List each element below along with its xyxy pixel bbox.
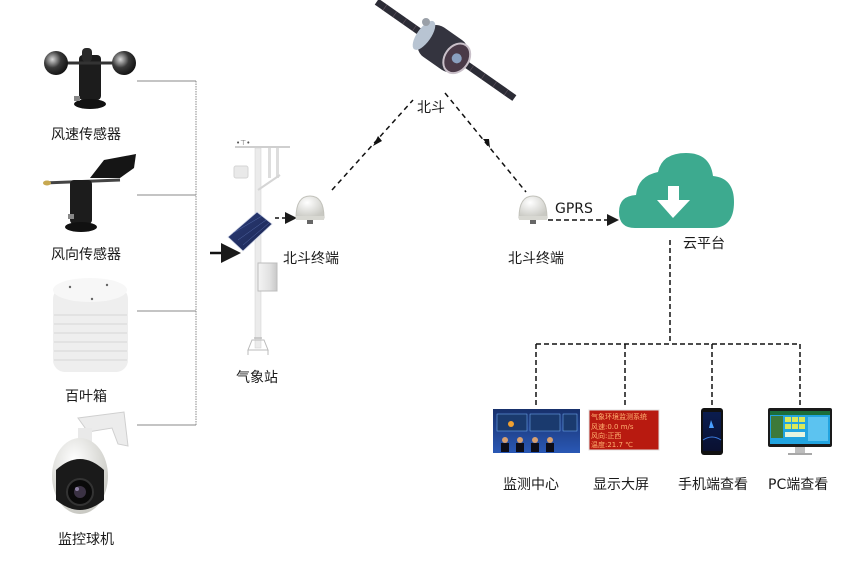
- svg-text:•⊤•: •⊤•: [236, 139, 250, 147]
- led-row-name: 温度: [591, 440, 605, 449]
- led-display-icon: 气象环境监测系统 风速 :0.0 m/s 风向 :正西 温度 :21.7 ℃: [588, 409, 660, 451]
- station-label: 气象站: [236, 370, 278, 386]
- satellite-antenna-icon: [422, 18, 430, 26]
- output-label-pc: PC端查看: [768, 477, 829, 493]
- sensor-label-wind-speed: 风速传感器: [51, 127, 121, 143]
- uplink-to-satellite: [331, 99, 414, 191]
- sensor-label-wind-direction: 风向传感器: [51, 247, 121, 263]
- output-label-mobile: 手机端查看: [678, 477, 748, 493]
- wind-vane-icon: [43, 154, 136, 232]
- mobile-phone-icon: [701, 408, 723, 455]
- monitor-center-icon: [493, 409, 580, 453]
- uplink-arrowhead: [373, 136, 382, 146]
- led-title: 气象环境监测系统: [591, 412, 647, 421]
- weather-station-icon: •⊤•: [227, 139, 290, 355]
- led-row-name: 风向: [591, 431, 605, 440]
- downlink-from-satellite: [444, 92, 527, 193]
- satellite-icon: [374, 0, 517, 101]
- beidou-terminal-right-icon: [518, 195, 548, 224]
- sensor-label-dome-camera: 监控球机: [58, 532, 114, 548]
- led-row-value: :0.0 m/s: [605, 423, 634, 431]
- anemometer-icon: [44, 48, 136, 109]
- output-label-monitor-center: 监测中心: [503, 477, 559, 493]
- terminal-left-label: 北斗终端: [283, 251, 339, 267]
- led-row-value: :正西: [605, 432, 621, 440]
- beidou-terminal-left-icon: [295, 195, 325, 224]
- sensor-label-louver-box: 百叶箱: [65, 389, 107, 405]
- dome-camera-icon: [52, 411, 129, 514]
- louver-box-icon: [53, 278, 128, 372]
- cloud-platform-icon: [619, 153, 734, 228]
- sensor-bracket: [137, 80, 197, 426]
- pc-monitor-icon: [768, 408, 832, 455]
- cloud-label: 云平台: [683, 236, 725, 252]
- satellite-label: 北斗: [417, 100, 445, 116]
- download-arrow-icon: [657, 186, 690, 218]
- led-row-value: :21.7 ℃: [605, 441, 633, 449]
- gprs-label: GPRS: [555, 201, 593, 217]
- output-label-led-display: 显示大屏: [593, 477, 649, 493]
- terminal-right-label: 北斗终端: [508, 251, 564, 267]
- led-row-name: 风速: [591, 423, 605, 431]
- distribution-bus: [535, 343, 801, 408]
- downlink-arrowhead: [483, 139, 490, 148]
